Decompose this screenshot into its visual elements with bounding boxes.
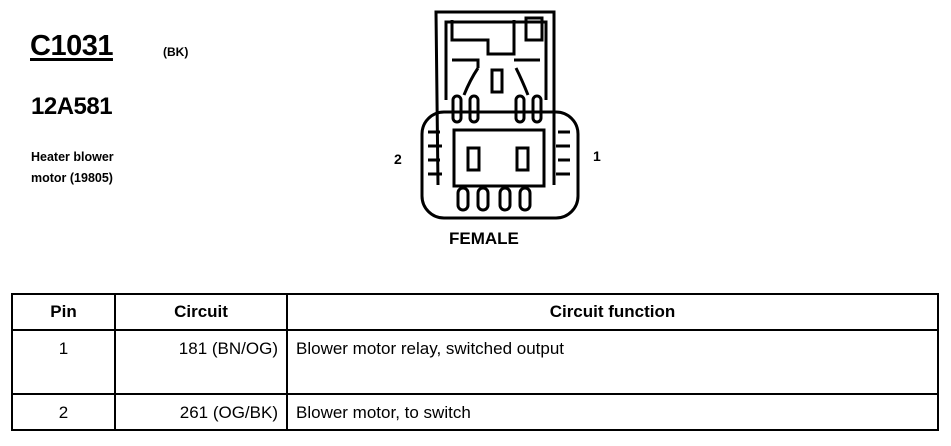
latch-inner [444, 20, 548, 100]
latch-bar [452, 58, 480, 68]
circuit-cell: 181 (BN/OG) [114, 329, 288, 395]
latch-housing [434, 10, 556, 186]
header-pin: Pin [11, 293, 116, 331]
terminal-cavity-1 [515, 146, 530, 172]
function-cell: Blower motor, to switch [286, 393, 939, 431]
table-row: 2 261 (OG/BK) Blower motor, to switch [11, 393, 939, 431]
component-line-2: motor (19805) [31, 171, 113, 185]
component-line-1: Heater blower [31, 150, 114, 164]
connector-face [452, 128, 546, 188]
center-stem [490, 68, 504, 94]
header-circuit: Circuit [114, 293, 288, 331]
connector-face-drawing [420, 10, 580, 220]
table-row: 1 181 (BN/OG) Blower motor relay, switch… [11, 329, 939, 395]
color-code: (BK) [163, 45, 189, 59]
header-circuit-function: Circuit function [286, 293, 939, 331]
pin-label-1: 1 [593, 148, 601, 164]
pin-label-2: 2 [394, 151, 402, 167]
component-description: Heater blower motor (19805) [31, 147, 161, 189]
stem-arms [462, 67, 530, 96]
connector-id: C1031 [30, 30, 113, 62]
part-number: 12A581 [31, 93, 113, 120]
function-cell: Blower motor relay, switched output [286, 329, 939, 395]
table-header-row: Pin Circuit Circuit function [11, 293, 939, 331]
terminal-cavity-2 [466, 146, 481, 172]
latch-window [524, 16, 544, 42]
pinout-table: Pin Circuit Circuit function 1 181 (BN/O… [11, 293, 939, 431]
pin-cell: 2 [11, 393, 116, 431]
circuit-cell: 261 (OG/BK) [114, 393, 288, 431]
connector-body [420, 110, 580, 220]
latch-tab [450, 20, 516, 56]
pin-cell: 1 [11, 329, 116, 395]
connector-gender: FEMALE [449, 229, 519, 248]
